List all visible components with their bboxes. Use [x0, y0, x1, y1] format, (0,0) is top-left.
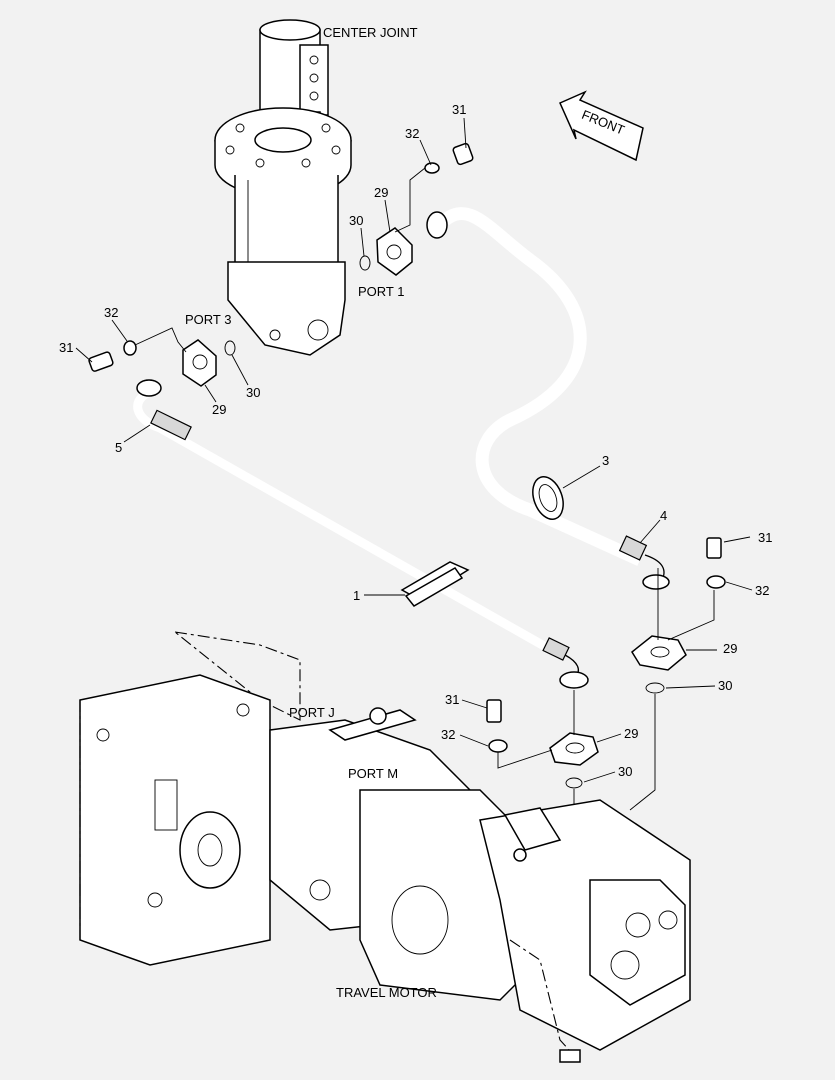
port3-label: PORT 3: [185, 312, 231, 327]
port1-label: PORT 1: [358, 284, 404, 299]
hose-3-4: [426, 207, 670, 590]
travel-motor-title: TRAVEL MOTOR: [336, 985, 437, 1000]
callout-29: 29: [212, 402, 226, 417]
callout-30: 30: [618, 764, 632, 779]
center-joint-title: CENTER JOINT: [323, 25, 418, 40]
port1-fittings: [359, 142, 474, 276]
callout-4: 4: [660, 508, 667, 523]
callout-32: 32: [104, 305, 118, 320]
portm-label: PORT M: [348, 766, 398, 781]
center-joint: [214, 19, 352, 356]
callout-31: 31: [59, 340, 73, 355]
callout-32: 32: [755, 583, 769, 598]
callout-30: 30: [349, 213, 363, 228]
callout-29: 29: [723, 641, 737, 656]
callout-31: 31: [445, 692, 459, 707]
leader-lines: [75, 117, 753, 783]
travel-motor: [79, 631, 691, 1063]
portj-label: PORT J: [289, 705, 335, 720]
port3-fittings: [88, 327, 236, 387]
callout-32: 32: [441, 727, 455, 742]
callout-30: 30: [246, 385, 260, 400]
callout-29: 29: [624, 726, 638, 741]
callout-1: 1: [353, 588, 360, 603]
callout-3: 3: [602, 453, 609, 468]
callout-31: 31: [758, 530, 772, 545]
callout-5: 5: [115, 440, 122, 455]
callout-32: 32: [405, 126, 419, 141]
callout-29: 29: [374, 185, 388, 200]
hose-5-1: [133, 379, 589, 689]
right-fittings: [629, 537, 726, 811]
front-arrow: FRONT: [559, 90, 644, 162]
callout-31: 31: [452, 102, 466, 117]
callout-30: 30: [718, 678, 732, 693]
